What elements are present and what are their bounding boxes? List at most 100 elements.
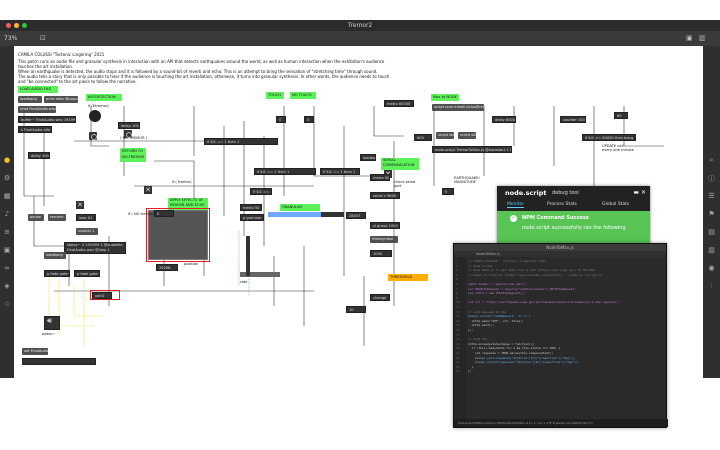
metro-object[interactable]: metro 50	[370, 174, 390, 181]
script-start-message[interactable]: script start	[436, 132, 454, 139]
debug-icon[interactable]: ⚑	[708, 210, 715, 218]
camera-icon[interactable]: ◉	[708, 264, 715, 272]
delay-10000-object[interactable]: delay 10000	[118, 122, 140, 129]
close-icon[interactable]: ✕	[640, 189, 646, 196]
debug-controls[interactable]: ▬ ✕	[633, 189, 646, 196]
api-dial[interactable]	[89, 110, 101, 122]
mixer-icon[interactable]: ⫶	[710, 282, 713, 290]
reference-icon[interactable]: ▤	[708, 228, 715, 236]
metro-60000-object[interactable]: metro 60000	[384, 100, 414, 107]
tremor-toggle[interactable]: ✕	[144, 186, 152, 194]
number-29208[interactable]: 29208.	[156, 264, 178, 271]
code-line: let xhttp = new XMLHttpRequest();	[468, 291, 526, 296]
number-10[interactable]: 10	[346, 306, 366, 313]
loadbang-object[interactable]: loadbang	[44, 252, 66, 259]
expr-object[interactable]: if $i1 == 1 then 1	[320, 168, 360, 175]
sidebar-toggle-icon[interactable]: ▥	[699, 34, 706, 42]
change-object[interactable]: change	[370, 294, 390, 301]
pause-message[interactable]: pause	[28, 214, 44, 221]
read-audio-message[interactable]: read FinalAudio.wav	[18, 106, 56, 113]
slider-fill	[268, 212, 322, 217]
loop-message[interactable]: loop $1	[76, 214, 96, 221]
loadbang-object[interactable]: loadbang	[360, 154, 376, 161]
info-icon[interactable]: ⓘ	[708, 175, 715, 183]
expr-bang-object[interactable]: if $i1 <= 60000 then bang	[582, 134, 636, 141]
loadbang-object[interactable]: loadbang	[18, 96, 42, 103]
monitor-icon[interactable]: ▬	[633, 189, 640, 196]
fade-gate-object[interactable]: p fade gate~	[44, 270, 70, 277]
search-icon[interactable]: ⌕	[709, 156, 714, 164]
script-npm-message[interactable]: script npm install axios@request	[432, 104, 484, 111]
expr-object[interactable]: if $i1 == 1 then 1	[254, 168, 316, 175]
zero-number[interactable]: 0	[304, 116, 314, 123]
output-object[interactable]	[22, 358, 96, 365]
zero-number[interactable]: 0	[442, 188, 454, 195]
present-icon[interactable]: ▣	[686, 34, 693, 42]
music-icon[interactable]: ♪	[4, 210, 10, 218]
package-icon[interactable]: ◈	[4, 282, 10, 290]
send-info-object[interactable]: s FinalAudio.info	[18, 126, 52, 133]
serial-object[interactable]: serial c 9600	[370, 192, 400, 199]
expr-object[interactable]: if $i1 == 1 then 1	[204, 138, 278, 145]
zl-group-object[interactable]: zl group 1000	[370, 222, 400, 229]
link-icon[interactable]: ∞	[4, 264, 10, 272]
code-area[interactable]: // CAMILA COLUSSI - "Tectonic Lingering"…	[454, 257, 668, 421]
line-number: 20	[456, 346, 460, 351]
counter-object[interactable]: counter 1000	[560, 116, 586, 123]
node-debug-tool: node.script debug tool ▬ ✕ Monitor Proce…	[497, 186, 650, 244]
bang-button[interactable]	[124, 130, 132, 138]
sustain-message[interactable]: sustain 1	[76, 228, 98, 235]
grid-icon[interactable]: ▦	[3, 192, 11, 200]
console-icon[interactable]: ▥	[708, 246, 715, 254]
expr-object[interactable]: if $i1 == 1 then 1	[250, 188, 272, 195]
delay-1000-object[interactable]: delay 1000	[28, 152, 50, 159]
buffer-object[interactable]: buffer~ FinalAudio.wav 191999	[18, 116, 76, 123]
lock-icon[interactable]: ⊡	[40, 34, 46, 42]
image-icon[interactable]: ▣	[3, 246, 11, 254]
number-600[interactable]: 600	[414, 134, 432, 141]
granular-subpatch[interactable]: p granular	[240, 214, 264, 221]
print-data-message[interactable]: print data @popup 1	[44, 96, 78, 103]
loop-toggle[interactable]: ✕	[76, 201, 84, 209]
code-line: maxApi.outlet(response["features"][0]["p…	[468, 360, 580, 365]
yafr-object[interactable]: yafr2	[92, 292, 112, 299]
if-tremor-label: if ( tremor)	[172, 180, 192, 184]
rate-slider[interactable]	[240, 272, 280, 277]
ezdac-object[interactable]: 🔊︎	[44, 316, 60, 330]
description-line: The audio tells a story that is only pos…	[18, 74, 390, 84]
settings-icon[interactable]: ⚙	[3, 174, 11, 182]
metro-object[interactable]: metro 50	[240, 204, 262, 211]
editor-tab[interactable]: NodeToMax.js	[454, 251, 666, 257]
number-60[interactable]: 60	[614, 112, 628, 119]
zoom-level[interactable]: 73%	[4, 35, 18, 42]
tab-global-stats[interactable]: Global Stats	[602, 202, 630, 207]
inspector-icon[interactable]: ☰	[708, 192, 715, 200]
zero-number[interactable]: 0	[154, 210, 174, 217]
node-script-object[interactable]: node.script TremorToMax.js @autostart 1 …	[432, 146, 512, 153]
set-final-message[interactable]: set FinalAudio	[22, 348, 48, 355]
resume-message[interactable]: resume	[48, 214, 66, 221]
bang-button[interactable]	[89, 132, 97, 140]
fromsymbol-object[interactable]: fromsymbol	[370, 236, 398, 243]
tab-monitor[interactable]: Monitor	[507, 202, 525, 208]
zero-number[interactable]: 0	[276, 116, 286, 123]
volume-slider[interactable]	[246, 236, 250, 276]
number-28037[interactable]: 28037	[346, 212, 366, 219]
minimize-window-icon[interactable]	[14, 23, 19, 28]
script-stop-message[interactable]: script stop	[458, 132, 476, 139]
delay-6000-object[interactable]: delay 6000	[492, 116, 516, 123]
fade-gate-object[interactable]: p fade gate~	[74, 270, 100, 277]
patcher-canvas[interactable]: CAMILA COLUSSI "Tectonic Lingering" 2021…	[14, 46, 703, 378]
tab-process-stats[interactable]: Process Stats	[547, 202, 577, 207]
star-icon[interactable]: ☆	[3, 300, 11, 308]
sfplay-object[interactable]: sfplay~ 2 191999 1 @audiofile FinalAudio…	[64, 242, 126, 254]
zoom-window-icon[interactable]	[22, 23, 27, 28]
code-line: maxApi.outlet("nodeRequest", 1) => {	[468, 314, 531, 319]
list-icon[interactable]: ≡	[4, 228, 10, 236]
number-1000[interactable]: 1000	[370, 250, 392, 257]
cycling-icon[interactable]: ●	[3, 156, 11, 164]
granular-slider[interactable]	[268, 212, 344, 217]
close-window-icon[interactable]	[6, 23, 11, 28]
window-controls[interactable]	[6, 23, 30, 30]
apply-effects-label: APPLY EFFECTS OF REVERB AND ECHO	[168, 198, 208, 210]
